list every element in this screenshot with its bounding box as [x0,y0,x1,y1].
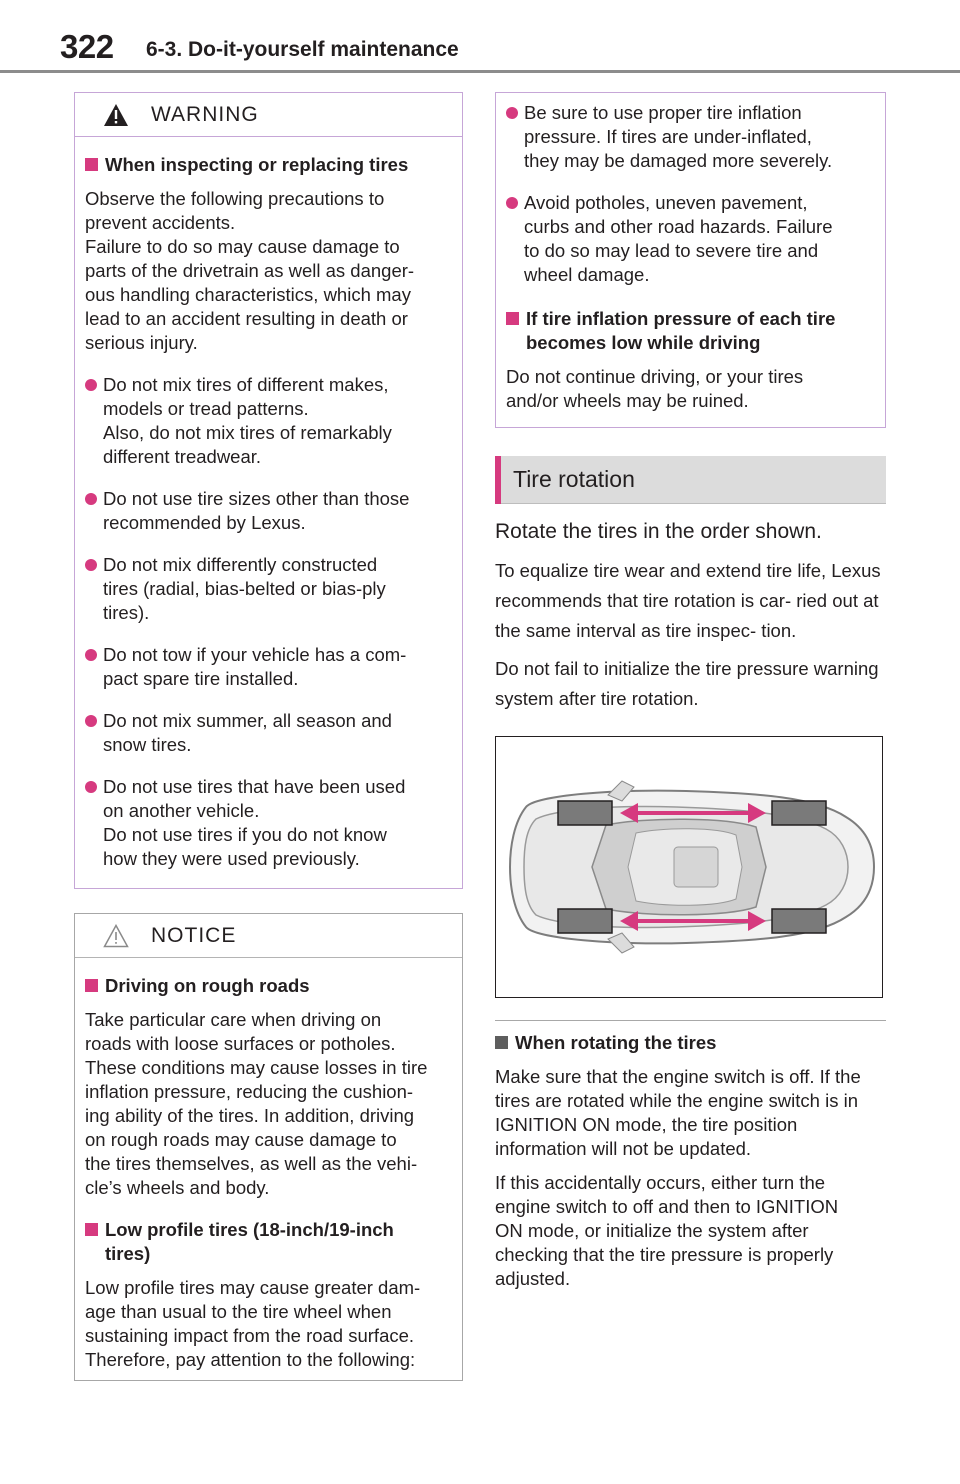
warning-subheading: When inspecting or replacing tires [85,153,450,177]
warning-bullet: Do not mix differently constructed tires… [85,553,450,625]
rotation-text: If this accidentally occurs, either turn… [495,1172,839,1289]
warning-triangle-icon [104,103,128,126]
warning-box: WARNING When inspecting or replacing tir… [74,92,463,889]
warning-continued-box: Be sure to use proper tire inflation pre… [495,92,886,428]
right-column: Be sure to use proper tire inflation pre… [495,92,886,1291]
tire-rotation-heading: Tire rotation [495,456,886,504]
rotation-paragraph: To equalize tire wear and extend tire li… [495,560,881,641]
notice-body: Driving on rough roads Take particular c… [75,958,462,1390]
warning-body: When inspecting or replacing tires Obser… [75,137,462,889]
page-number: 322 [60,28,114,65]
header-divider [0,70,960,73]
rotation-subheading: When rotating the tires [495,1031,886,1055]
section-title: 6-3. Do-it-yourself maintenance [146,38,459,61]
notice-title: NOTICE [151,923,237,947]
left-column: WARNING When inspecting or replacing tir… [74,92,463,1381]
rotation-paragraph: Do not fail to initialize the tire press… [495,658,879,709]
notice-triangle-icon [103,923,129,947]
notice-text: Take particular care when driving on roa… [85,1009,428,1198]
warning-bullet: Do not use tires that have been used on … [85,775,450,871]
car-top-view-illustration [508,780,876,954]
warning-bullet: Be sure to use proper tire inflation pre… [506,101,873,173]
warning-bullet: Avoid potholes, uneven pavement, curbs a… [506,191,873,287]
warning-text: Do not continue driving, or your tires a… [506,366,804,411]
warning-subheading: If tire inflation pressure of each tire … [506,307,873,355]
front-left-tire [557,800,613,826]
warning-title: WARNING [151,102,259,126]
notice-subheading: Low profile tires (18-inch/19-inch tires… [85,1218,450,1266]
notice-text: Low profile tires may cause greater dam-… [85,1277,421,1370]
notice-header: NOTICE [75,914,462,958]
tire-rotation-diagram [495,736,883,998]
warning-bullet: Do not mix summer, all season and snow t… [85,709,450,757]
tire-rotation-title: Tire rotation [513,466,635,492]
section-divider [495,1020,886,1021]
rotation-text: Make sure that the engine switch is off.… [495,1066,861,1159]
warning-bullet: Do not tow if your vehicle has a com- pa… [85,643,450,691]
front-right-tire [557,908,613,934]
warning-continued-body: Be sure to use proper tire inflation pre… [496,101,885,431]
rotation-arrow-bottom [620,911,766,931]
rear-right-tire [771,908,827,934]
warning-bullet: Do not use tire sizes other than those r… [85,487,450,535]
warning-bullet: Do not mix tires of different makes, mod… [85,373,450,469]
warning-intro: Observe the following precautions to pre… [85,188,415,353]
notice-subheading: Driving on rough roads [85,974,450,998]
page-header: 322 6-3. Do-it-yourself maintenance [0,0,960,76]
rotation-arrow-top [620,803,766,823]
warning-header: WARNING [75,93,462,137]
rear-left-tire [771,800,827,826]
notice-box: NOTICE Driving on rough roads Take parti… [74,913,463,1381]
rotation-lead: Rotate the tires in the order shown. [495,520,822,543]
